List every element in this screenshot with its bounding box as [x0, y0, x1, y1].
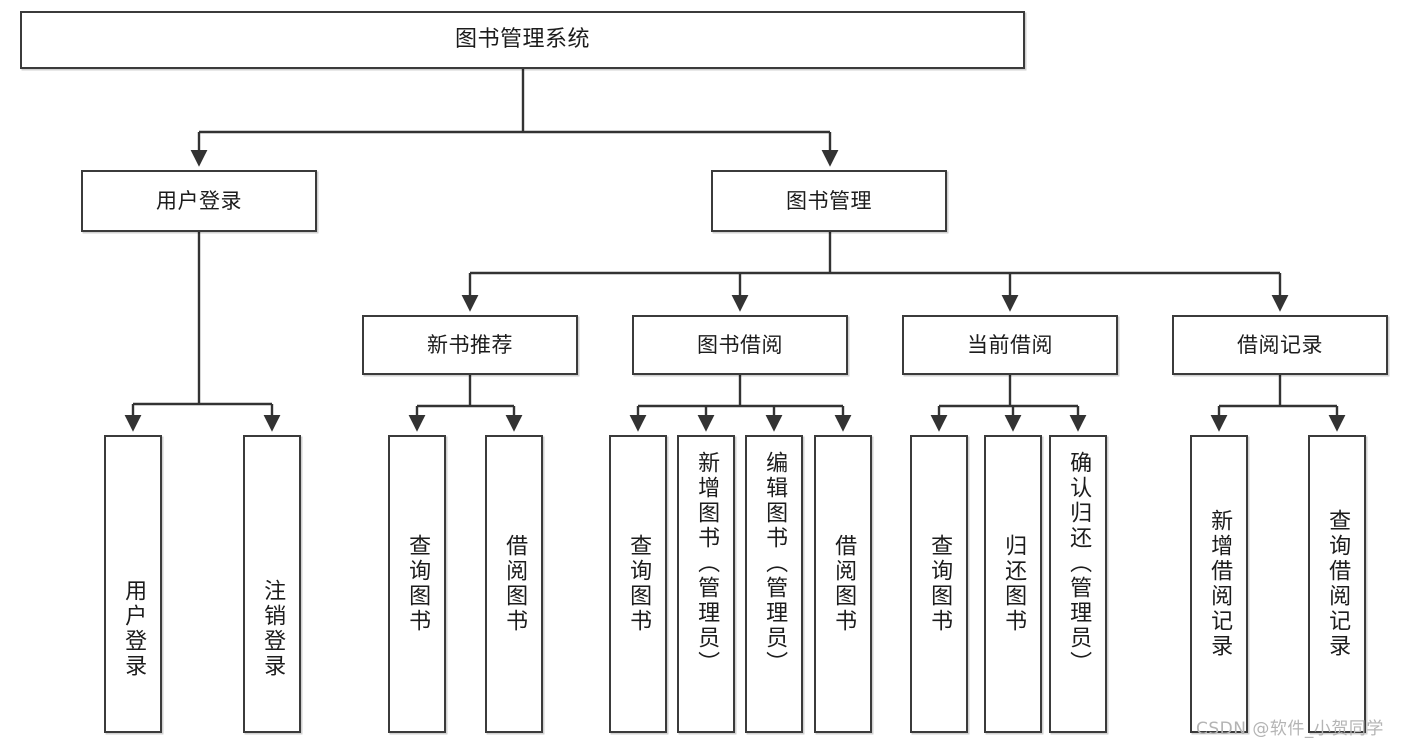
node-leaf-borrow-book-2-label: 借阅图书: [831, 534, 857, 634]
node-book-borrow-label: 图书借阅: [697, 332, 783, 357]
node-leaf-add-borrow-record-label: 新增借阅记录: [1207, 509, 1233, 659]
node-root-system-label: 图书管理系统: [454, 27, 590, 53]
node-leaf-edit-book-admin[interactable]: 编辑图书（管理员）: [745, 435, 803, 733]
node-leaf-logout-login-label: 注销登录: [260, 579, 286, 679]
node-leaf-borrow-book-2[interactable]: 借阅图书: [814, 435, 872, 733]
node-root-system[interactable]: 图书管理系统: [20, 11, 1025, 69]
node-leaf-return-book[interactable]: 归还图书: [984, 435, 1042, 733]
node-book-manage-label: 图书管理: [786, 188, 872, 213]
node-leaf-query-book-3-label: 查询图书: [927, 534, 953, 634]
node-new-book-recommend[interactable]: 新书推荐: [362, 315, 578, 375]
node-leaf-user-login-label: 用户登录: [121, 579, 147, 679]
node-current-borrow-label: 当前借阅: [967, 332, 1053, 357]
node-current-borrow[interactable]: 当前借阅: [902, 315, 1118, 375]
node-leaf-add-borrow-record[interactable]: 新增借阅记录: [1190, 435, 1248, 733]
node-leaf-user-login[interactable]: 用户登录: [104, 435, 162, 733]
node-leaf-borrow-book-1-label: 借阅图书: [502, 534, 528, 634]
node-leaf-query-borrow-record-label: 查询借阅记录: [1325, 509, 1351, 659]
node-leaf-query-book-2[interactable]: 查询图书: [609, 435, 667, 733]
node-leaf-logout-login[interactable]: 注销登录: [243, 435, 301, 733]
node-leaf-return-book-label: 归还图书: [1001, 534, 1027, 634]
node-leaf-edit-book-admin-label: 编辑图书（管理员）: [762, 451, 788, 676]
node-leaf-query-book-3[interactable]: 查询图书: [910, 435, 968, 733]
node-leaf-query-book-2-label: 查询图书: [626, 534, 652, 634]
node-leaf-add-book-admin-label: 新增图书（管理员）: [694, 451, 720, 676]
node-leaf-confirm-return[interactable]: 确认归还（管理员）: [1049, 435, 1107, 733]
node-leaf-confirm-return-label: 确认归还（管理员）: [1066, 451, 1092, 676]
node-leaf-query-borrow-record[interactable]: 查询借阅记录: [1308, 435, 1366, 733]
node-user-login[interactable]: 用户登录: [81, 170, 317, 232]
node-book-borrow[interactable]: 图书借阅: [632, 315, 848, 375]
csdn-watermark: CSDN @软件_小贺同学: [1196, 719, 1384, 739]
node-leaf-query-book-1[interactable]: 查询图书: [388, 435, 446, 733]
node-new-book-recommend-label: 新书推荐: [427, 332, 513, 357]
node-leaf-add-book-admin[interactable]: 新增图书（管理员）: [677, 435, 735, 733]
node-borrow-record-label: 借阅记录: [1237, 332, 1323, 357]
node-leaf-borrow-book-1[interactable]: 借阅图书: [485, 435, 543, 733]
node-leaf-query-book-1-label: 查询图书: [405, 534, 431, 634]
node-book-manage[interactable]: 图书管理: [711, 170, 947, 232]
node-user-login-label: 用户登录: [156, 188, 242, 213]
node-borrow-record[interactable]: 借阅记录: [1172, 315, 1388, 375]
